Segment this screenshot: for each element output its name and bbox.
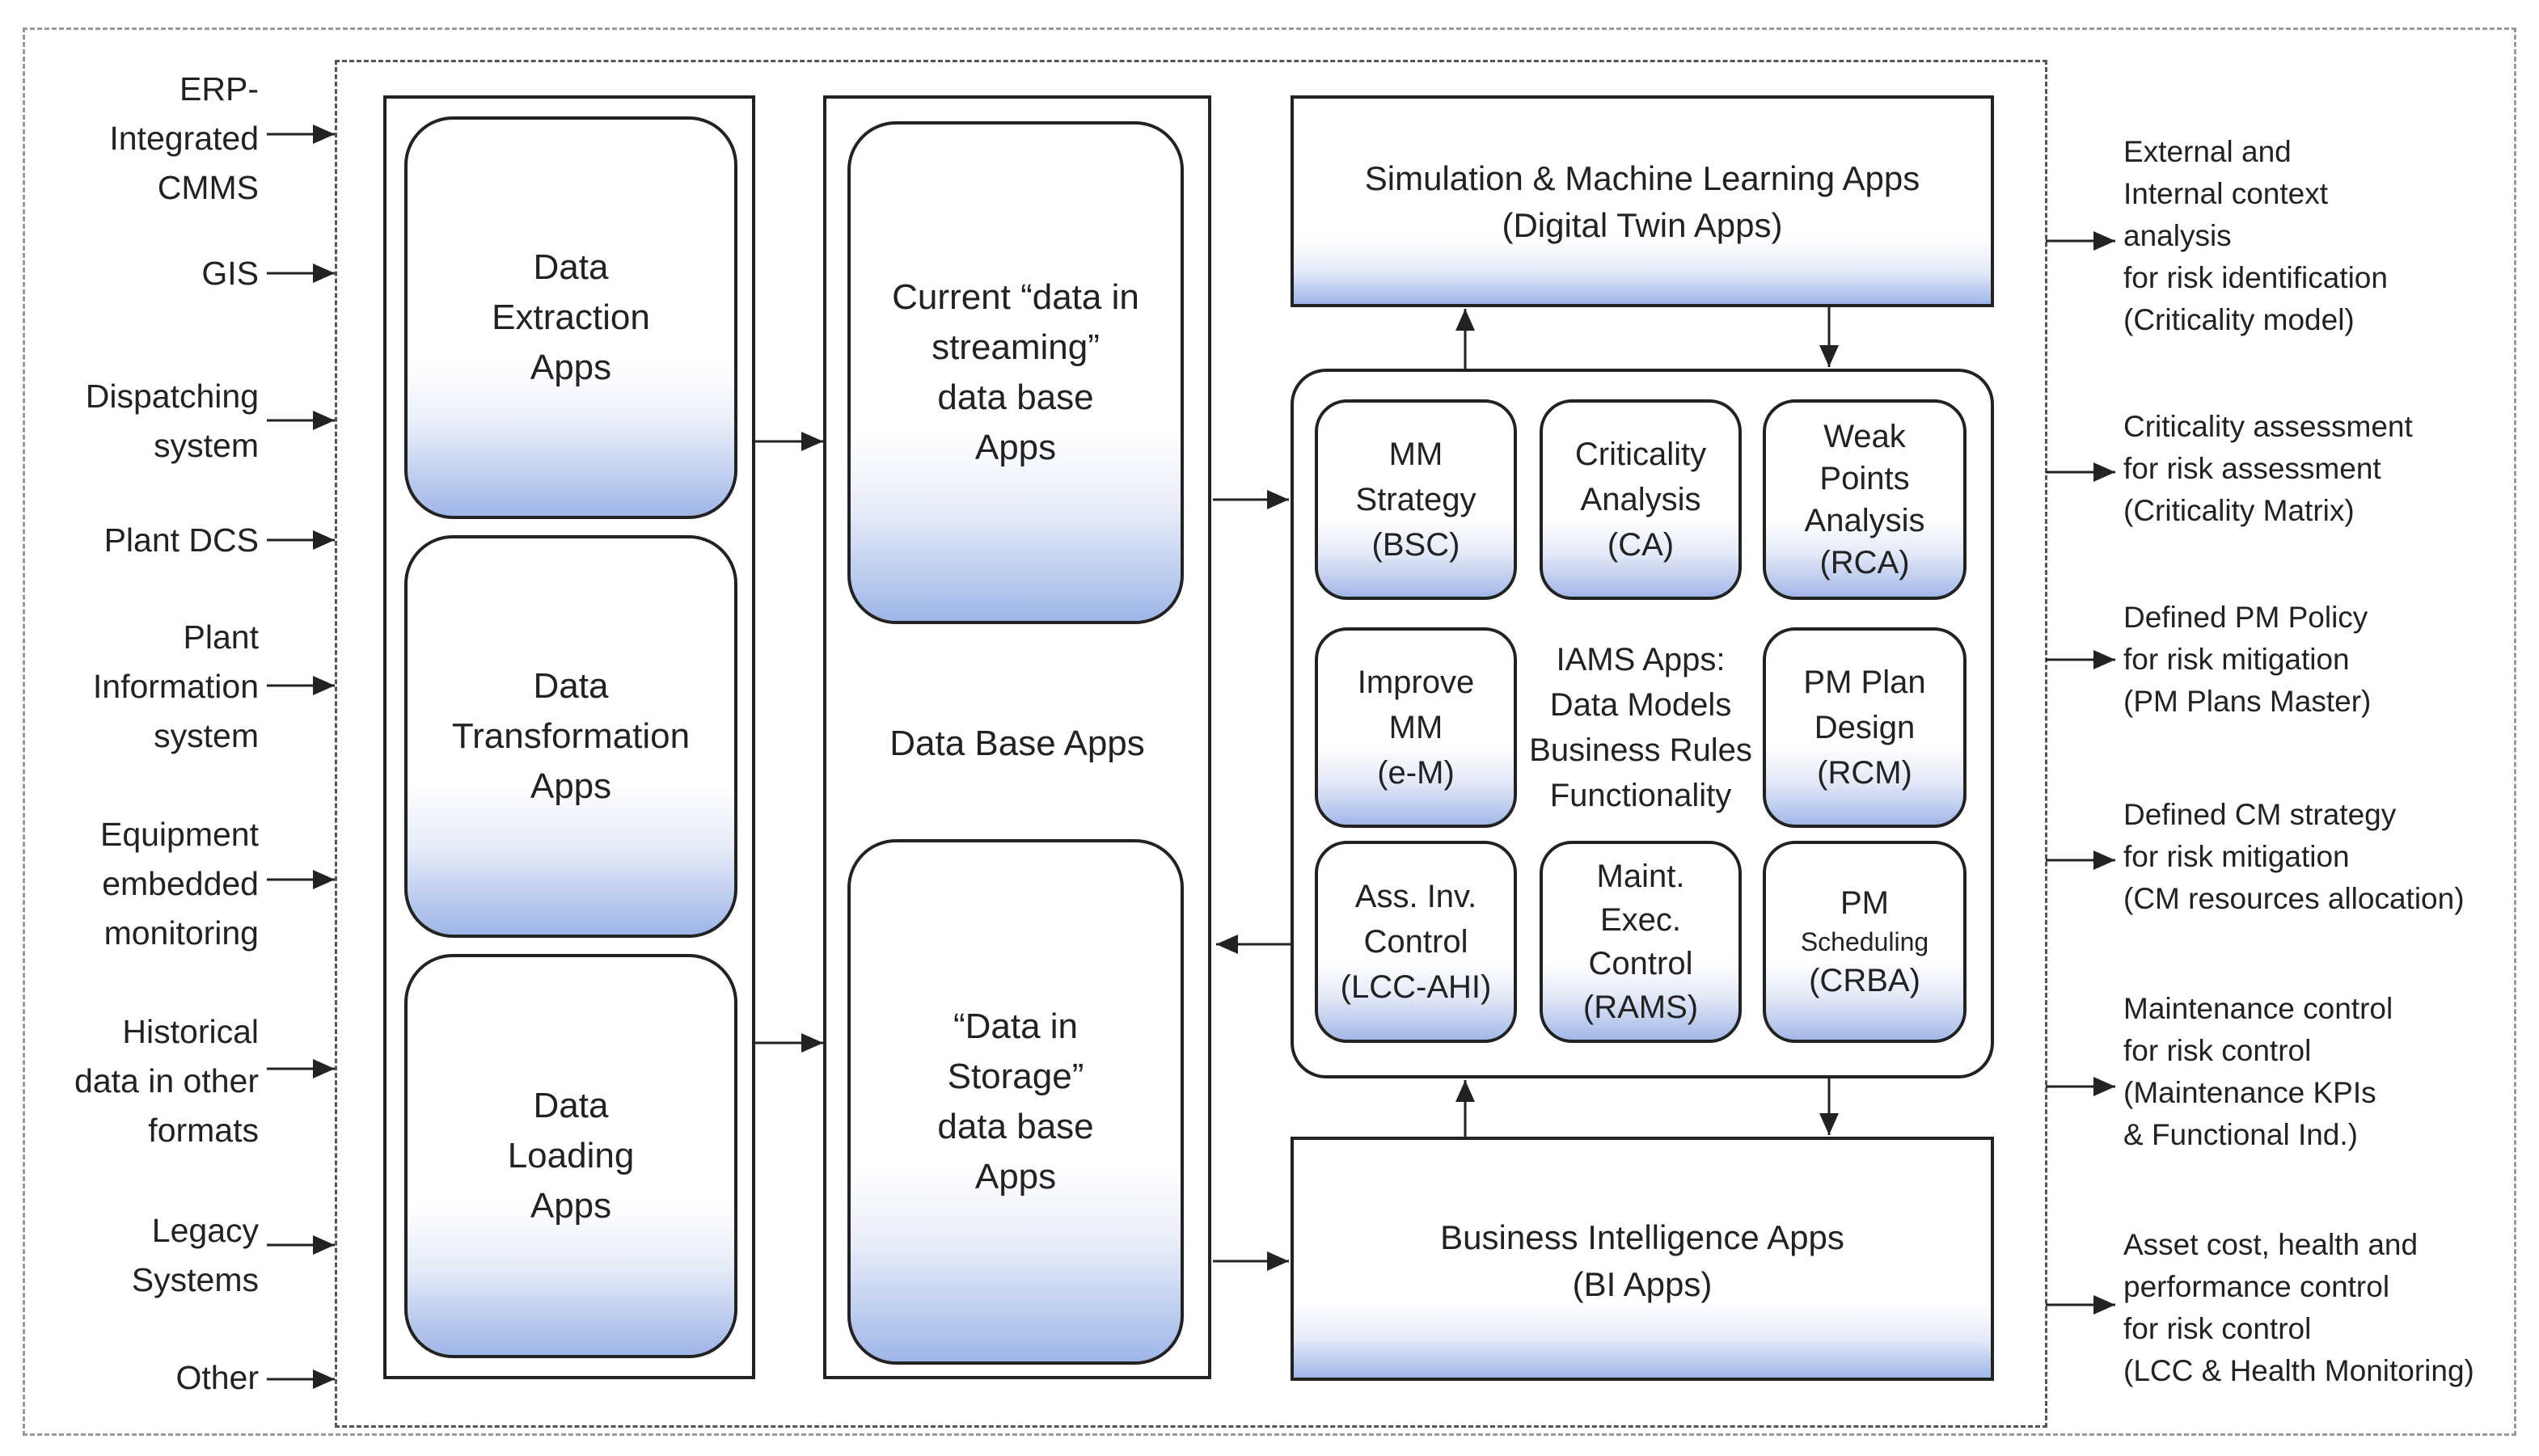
improve-mm-box: Improve MM (e-M) xyxy=(1315,627,1517,828)
simulation-title: Simulation & Machine Learning Apps xyxy=(1364,159,1920,197)
input-label-erp: ERP- Integrated CMMS xyxy=(109,70,259,206)
output-label-maintenance-control: Maintenance control for risk control (Ma… xyxy=(2123,992,2393,1151)
input-label-plant-info: Plant Information system xyxy=(92,618,259,754)
simulation-subtitle: (Digital Twin Apps) xyxy=(1502,206,1783,244)
bi-subtitle: (BI Apps) xyxy=(1572,1265,1713,1303)
input-label-historical: Historical data in other formats xyxy=(74,1013,259,1149)
business-intelligence-apps: Business Intelligence Apps (BI Apps) xyxy=(1291,1137,1994,1381)
output-label-context-analysis: External and Internal context analysis f… xyxy=(2123,135,2388,336)
pm-scheduling-line2: Scheduling xyxy=(1800,927,1929,956)
criticality-analysis-box: Criticality Analysis (CA) xyxy=(1540,399,1742,600)
outer-frame xyxy=(23,27,2516,1436)
pm-scheduling-box: PM Scheduling (CRBA) xyxy=(1763,841,1967,1043)
maintenance-execution-control-box: Maint. Exec. Control (RAMS) xyxy=(1540,841,1742,1043)
database-apps-title: Data Base Apps xyxy=(889,724,1145,763)
input-label-legacy: Legacy Systems xyxy=(131,1212,259,1298)
data-transformation-apps: Data Transformation Apps xyxy=(404,535,737,938)
input-label-dispatching: Dispatching system xyxy=(85,378,259,464)
pm-plan-design-box: PM Plan Design (RCM) xyxy=(1763,627,1967,828)
output-label-cm-strategy: Defined CM strategy for risk mitigation … xyxy=(2123,798,2465,915)
output-label-pm-policy: Defined PM Policy for risk mitigation (P… xyxy=(2123,601,2372,718)
pm-scheduling-line1: PM xyxy=(1840,885,1889,921)
simulation-ml-apps: Simulation & Machine Learning Apps (Digi… xyxy=(1291,95,1994,307)
iams-center-label: IAMS Apps: Data Models Business Rules Fu… xyxy=(1529,642,1752,813)
mm-strategy-box: MM Strategy (BSC) xyxy=(1315,399,1517,600)
output-label-asset-cost-health: Asset cost, health and performance contr… xyxy=(2123,1228,2474,1387)
input-label-other: Other xyxy=(175,1359,259,1396)
bi-title: Business Intelligence Apps xyxy=(1440,1218,1844,1256)
pm-scheduling-line3: (CRBA) xyxy=(1809,963,1920,998)
asset-inventory-control-box: Ass. Inv. Control (LCC-AHI) xyxy=(1315,841,1517,1043)
weak-points-analysis-box: Weak Points Analysis (RCA) xyxy=(1763,399,1967,600)
storage-database-apps: “Data in Storage” data base Apps xyxy=(847,839,1184,1365)
output-label-criticality-assessment: Criticality assessment for risk assessme… xyxy=(2123,410,2413,527)
data-loading-apps: Data Loading Apps xyxy=(404,954,737,1358)
input-label-gis: GIS xyxy=(201,255,259,292)
input-label-plant-dcs: Plant DCS xyxy=(104,521,259,559)
system-boundary xyxy=(335,60,2047,1428)
input-label-equipment-monitoring: Equipment embedded monitoring xyxy=(99,816,259,952)
streaming-database-apps: Current “data in streaming” data base Ap… xyxy=(847,121,1184,624)
data-extraction-apps: Data Extraction Apps xyxy=(404,116,737,519)
